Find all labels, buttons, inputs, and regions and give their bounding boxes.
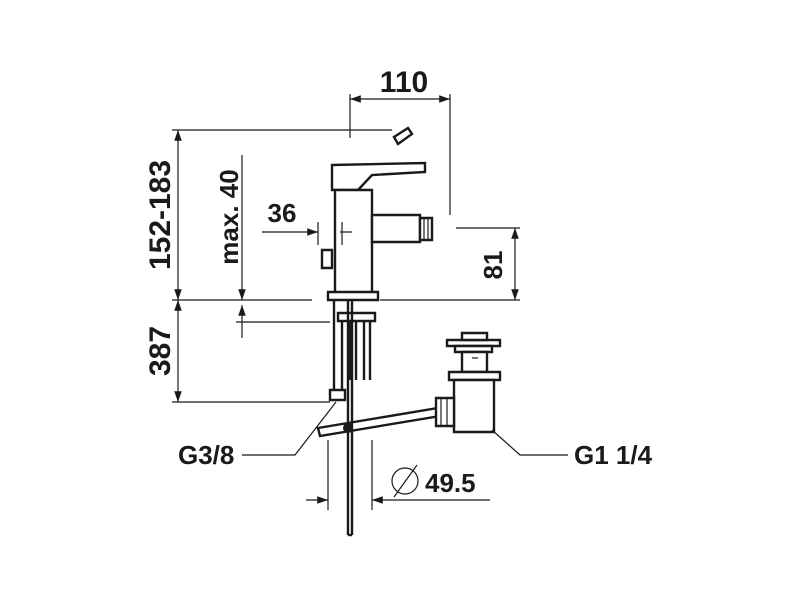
linkage-rod — [316, 406, 442, 438]
spout-nozzle — [418, 216, 434, 242]
lever-raised-indicator — [392, 126, 414, 146]
label-supply-thread: G3/8 — [178, 440, 234, 470]
dim-hole-offset: 36 — [262, 198, 352, 245]
below-deck-assembly — [316, 300, 442, 537]
dim-label-total-height: 152-183 — [144, 160, 177, 270]
dim-label-hole-diameter: 49.5 — [425, 468, 476, 498]
mixer-base — [326, 290, 380, 302]
spout — [370, 213, 422, 244]
callout-supply-thread: G3/8 — [178, 401, 337, 470]
dim-label-lever-clearance: max. 40 — [214, 169, 244, 264]
dim-spout-height: 81 — [456, 227, 520, 300]
label-waste-thread: G1 1/4 — [574, 440, 653, 470]
fixing-nut — [336, 311, 377, 323]
hose-connector — [328, 388, 347, 402]
pop-up-knob — [320, 248, 334, 270]
dim-total-height: 152-183 — [144, 129, 392, 300]
dim-label-spout-height: 81 — [478, 251, 508, 280]
dim-below-deck: 387 — [144, 300, 330, 403]
callout-waste-thread: G1 1/4 — [491, 429, 653, 470]
mixer-body — [320, 126, 434, 302]
dim-lever-clearance: max. 40 — [214, 155, 246, 300]
dim-label-hole-offset: 36 — [268, 198, 297, 228]
diameter-symbol-icon — [391, 464, 419, 498]
mixer-column — [333, 188, 374, 297]
waste-valve — [434, 331, 502, 434]
dim-label-spout-reach: 110 — [380, 66, 428, 99]
dim-label-below-deck: 387 — [144, 326, 177, 376]
lever-handle — [330, 161, 427, 192]
dim-hole-diameter: 49.5 — [306, 440, 490, 510]
dim-spout-reach: 110 — [349, 66, 451, 215]
